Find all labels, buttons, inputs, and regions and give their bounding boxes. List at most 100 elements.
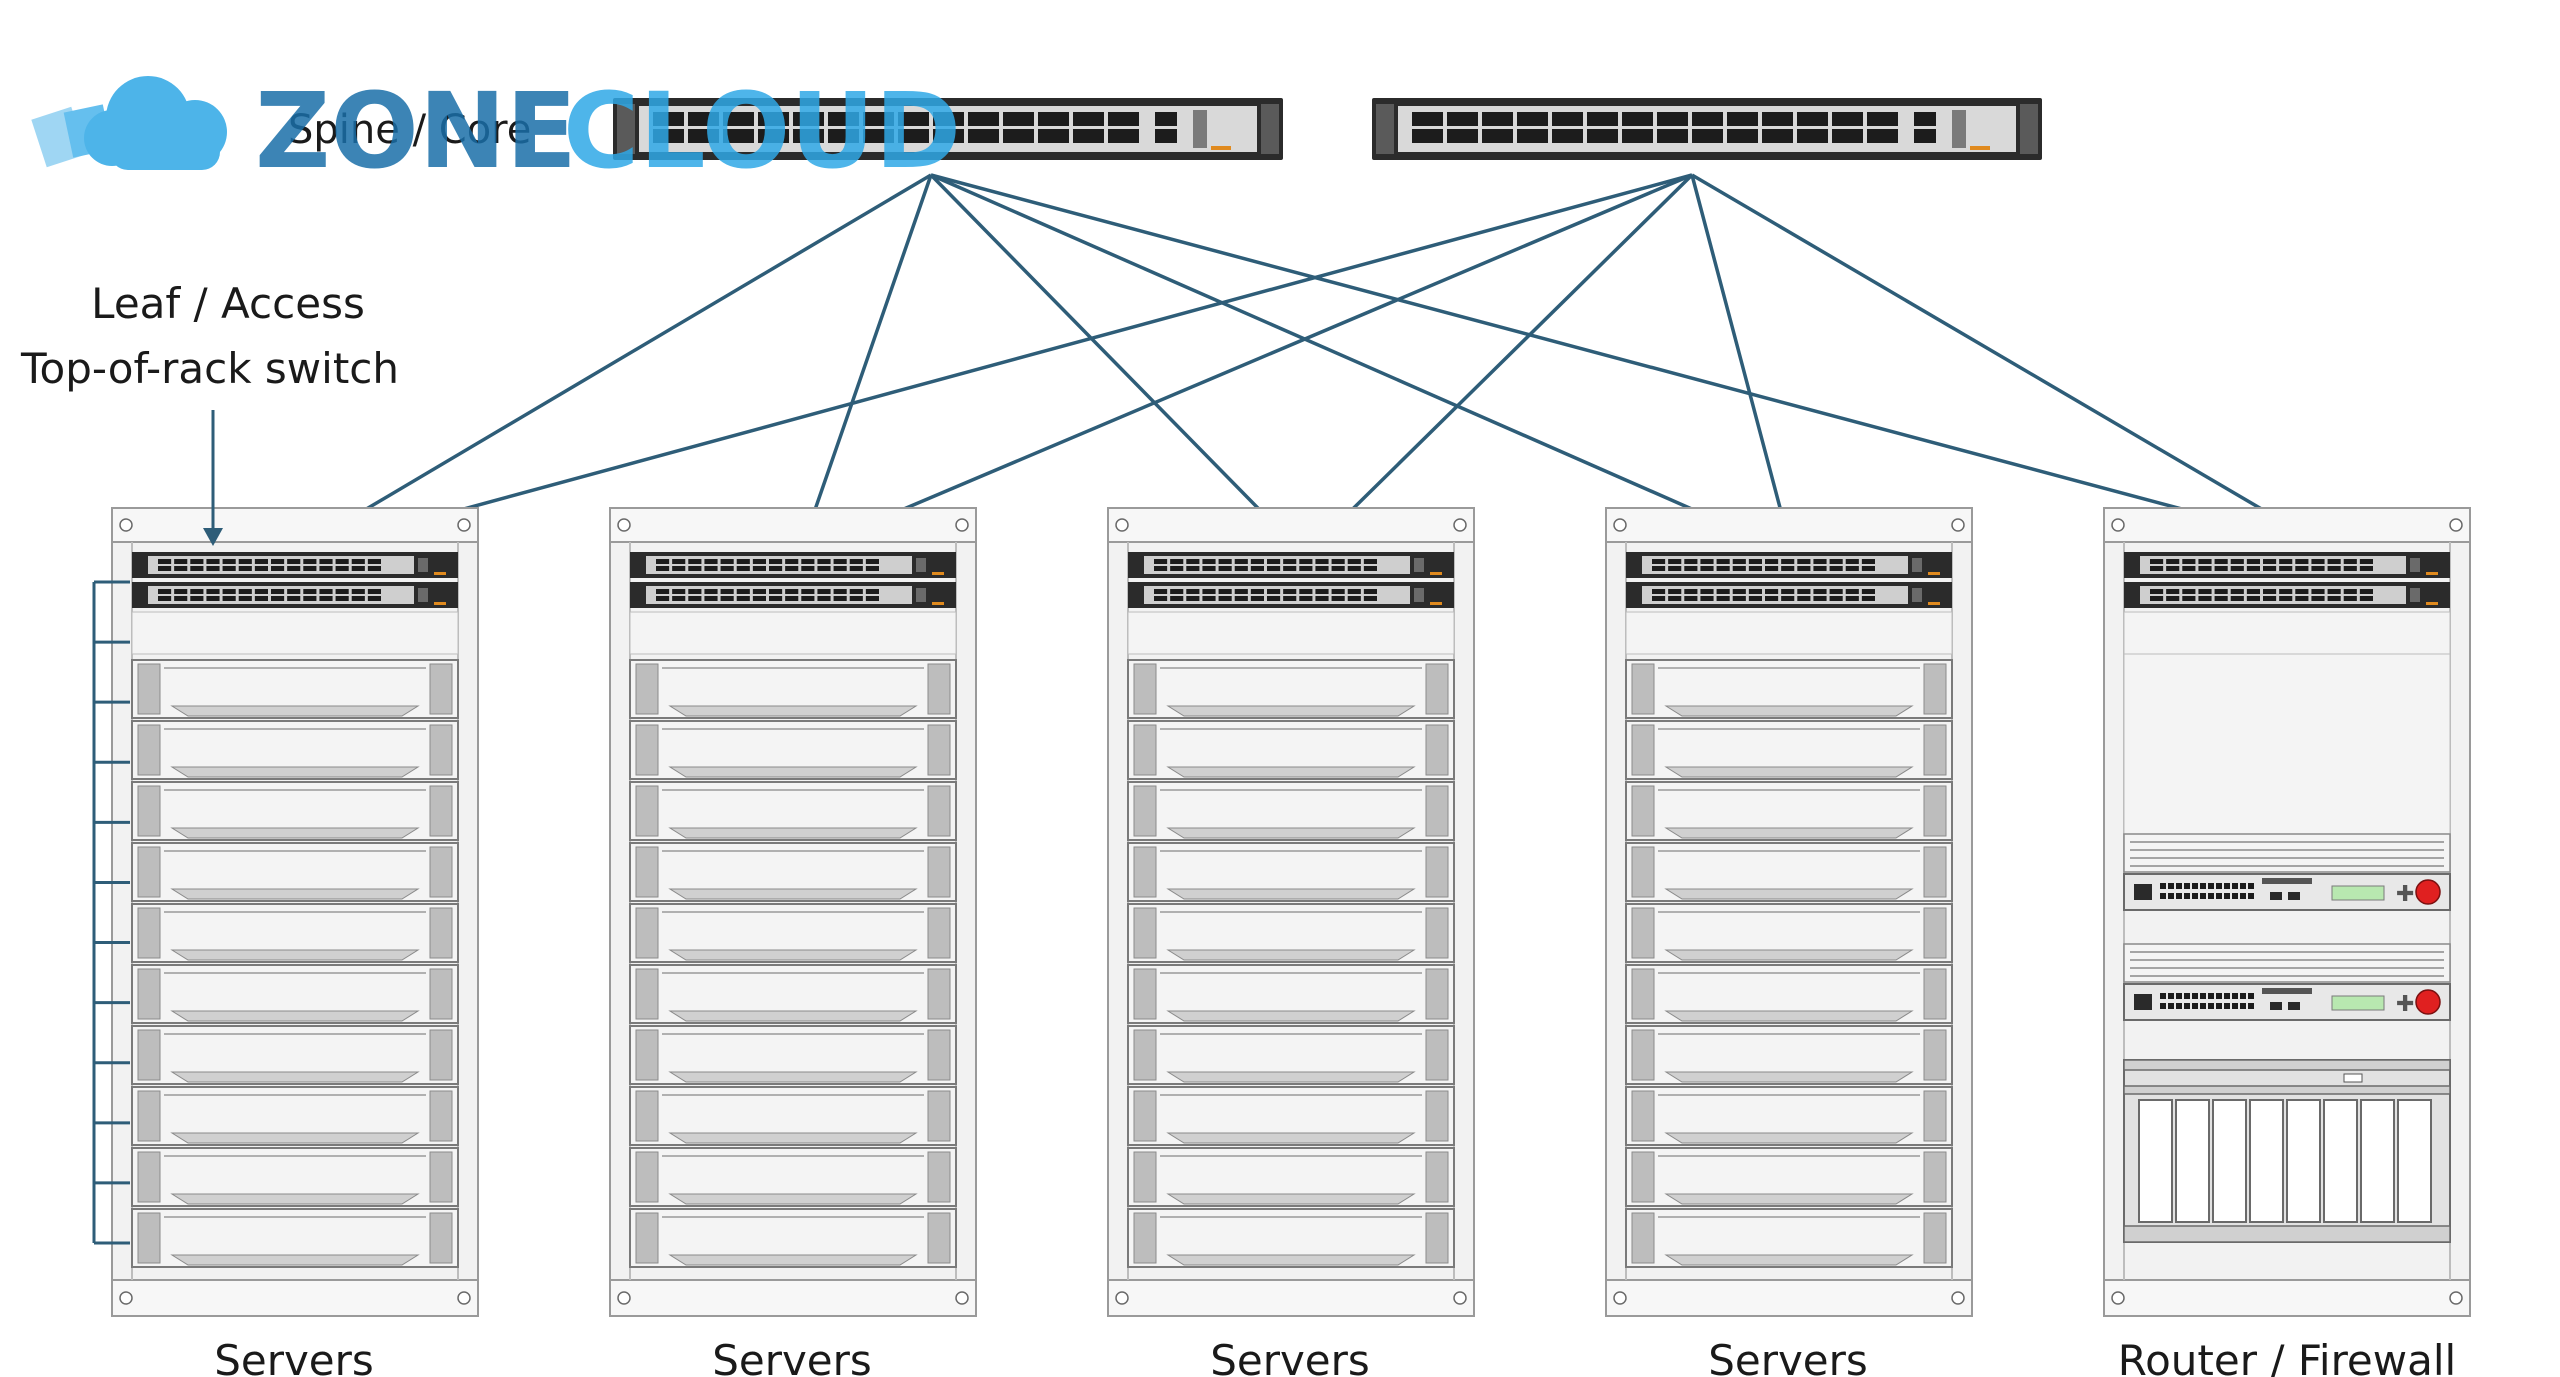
rack-4-leaf-switch-port [1797,596,1811,601]
rack-3-server-bezel [1166,949,1416,961]
rack-1-leaf-switch-port [351,559,365,564]
spine-leaf-links [291,173,2329,555]
rack-2-server-handle-right [927,846,951,898]
rack-3-leaf-switch-port [1299,566,1313,571]
spine-switch-2-port [1552,129,1583,143]
rack-3-server-handle-left [1133,785,1157,837]
rack-2-leaf-switch-port [704,589,718,594]
rack-5-leaf-switch-port [2279,559,2293,564]
rack-5-leaf-switch-port [2166,559,2180,564]
rack-1-leaf-switch-port [367,559,381,564]
rack-1-leaf-switch-port [287,566,301,571]
rack-2-server-handle-right [927,663,951,715]
rack-2-leaf-switch-port [656,559,670,564]
rack-5-firewall-port [2176,1003,2182,1009]
spine-switch-1-port [688,129,719,143]
rack-2-server [629,1025,957,1085]
rack-2-leaf-switch-port [785,566,799,571]
rack-1-server-handle-right [429,968,453,1020]
rack-5-screw [2111,1291,2125,1305]
rack-2-leaf-switch-port [849,559,863,564]
spine-switch-2-port [1832,112,1863,126]
rack-2-server-bezel [668,888,918,900]
rack-5-leaf-switch-mgmt [2410,558,2420,572]
rack-1-leaf-switch-port [158,589,172,594]
rack-1-leaf-switch-port [303,589,317,594]
rack-2-server-handle-right [927,1212,951,1264]
rack-4-leaf-switch-port [1797,566,1811,571]
spine-switch-2-port [1517,112,1548,126]
spine-switch-1-ear-right [1261,104,1279,154]
rack-3-server [1127,1147,1455,1207]
rack-4-leaf-switch-port [1829,566,1843,571]
rack-5-screw [2449,1291,2463,1305]
spine-switch-2 [1372,98,2042,160]
rack-1-server-bezel [170,827,420,839]
rack-5-leaf-switch-port [2230,589,2244,594]
rack-4-leaf-switch-port [1652,559,1666,564]
rack-5-leaf-switch [2124,552,2450,608]
spine-switch-2-ear-left [1376,104,1394,154]
rack-4-leaf-switch-port [1845,559,1859,564]
rack-1-leaf-switch-port [238,589,252,594]
rack-3-screw [1453,1291,1467,1305]
rack-1-server-handle-left [137,785,161,837]
spine-switch-2-port [1622,112,1653,126]
spine-switch-1-port [828,129,859,143]
spine-switch-1-led [1211,146,1231,150]
rack-5-leaf-switch-port [2230,596,2244,601]
rack-2-leaf-switch-port [833,559,847,564]
rack-1-leaf-switch-port [238,566,252,571]
spine-switch-1-psu [1193,110,1207,148]
spine-switch-1-port [653,112,684,126]
rack-4-server-handle-left [1631,968,1655,1020]
spine-label: Spine / Core [288,107,531,153]
rack-1-server-bezel [170,1132,420,1144]
rack-5-firewall-plus-icon: ✚ [2396,992,2414,1017]
rack-1-blank-panel [131,611,459,655]
rack-5-firewall-port [2200,883,2206,889]
rack-1-server [131,842,459,902]
rack-3-leaf-switch-led [1430,572,1442,575]
rack-1-screw [119,1291,133,1305]
rack-5-firewall-port [2176,993,2182,999]
rack-5-leaf-switch-port [2279,596,2293,601]
rack-5-storage-array-bottom-rail [2123,1225,2451,1243]
rack-5-storage-array-bay [2286,1099,2321,1223]
rack-2-screw [617,1291,631,1305]
rack-5-leaf-switch-port [2311,566,2325,571]
spine-switch-2-psu [1952,110,1966,148]
spine-switch-2-port [1867,129,1898,143]
spine-switch-1-mgmt-port [1155,129,1177,143]
rack-5-leaf-switch-port [2359,589,2373,594]
rack-5-firewall-port [2216,993,2222,999]
rack-4-leaf-switch-port [1765,559,1779,564]
rack-5-firewall-port [2184,883,2190,889]
rack-1-leaf-switch-port [303,596,317,601]
rack-3-leaf-switch-port [1315,559,1329,564]
rack-4-leaf-switch-port [1829,596,1843,601]
rack-5-leaf-switch-port [2295,566,2309,571]
spine-switch-1-port [1003,112,1034,126]
rack-3-leaf-switch-front [1144,556,1410,574]
rack-3-leaf-switch-port [1154,566,1168,571]
rack-5-screw [2449,518,2463,532]
rack-3-screw [1115,518,1129,532]
rack-5-leaf-switch-port [2279,566,2293,571]
rack-2-leaf-switch-led [932,572,944,575]
rack-1-leaf-switch-port [319,596,333,601]
rack-4-leaf-switch-port [1861,559,1875,564]
spine-switch-2-port [1657,112,1688,126]
rack-5-firewall-port [2224,993,2230,999]
rack-3-server-handle-left [1133,907,1157,959]
rack-2-leaf-switch-port [833,596,847,601]
rack-2-leaf-switch-port [817,589,831,594]
rack-4-leaf-switch-port [1732,596,1746,601]
rack-3-server-bezel [1166,705,1416,717]
rack-2-leaf-switch-port [752,566,766,571]
rack-4-leaf-switch-port [1845,596,1859,601]
rack-4-server-handle-left [1631,907,1655,959]
rack-3-leaf-switch-port [1218,559,1232,564]
rack-2-leaf-switch-port [769,589,783,594]
rack-3-server [1127,1208,1455,1268]
